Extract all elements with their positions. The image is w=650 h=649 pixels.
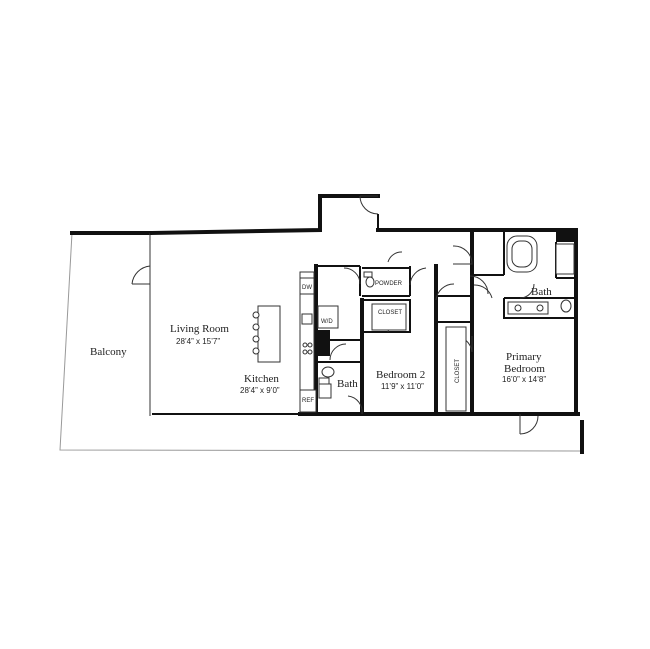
primary-bedroom-label-1: Primary	[506, 351, 542, 363]
powder-fixtures	[363, 271, 375, 288]
primary-bedroom-dims: 16’0” x 14’8”	[502, 375, 546, 384]
kitchen-label: Kitchen	[244, 373, 279, 385]
bedroom-2-dims: 11’9” x 11’0”	[381, 382, 424, 391]
kitchen-counter	[299, 271, 317, 413]
primary-bath-label: Bath	[531, 286, 552, 298]
living-room-dims: 28’4” x 15’7”	[176, 337, 220, 346]
dishwasher-tag: DW	[302, 285, 312, 291]
primary-bath-fixtures	[506, 235, 575, 315]
entry-door	[359, 195, 379, 230]
hall-bath-fixtures	[318, 366, 335, 399]
exterior-walls	[149, 194, 584, 454]
balcony-outline	[59, 231, 581, 452]
primary-closet-tag: CLOSET	[455, 359, 461, 383]
bedroom-2-label: Bedroom 2	[376, 369, 425, 381]
hall-closet-tag: CLOSET	[378, 310, 402, 316]
primary-bedroom-label-2: Bedroom	[504, 363, 545, 375]
hall-bath-label: Bath	[337, 378, 358, 390]
balcony-label: Balcony	[90, 346, 127, 358]
powder-tag: POWDER	[375, 281, 403, 287]
refrigerator-tag: REF	[302, 398, 314, 404]
washer-dryer	[317, 305, 339, 329]
washer-dryer-tag: W/D	[321, 319, 333, 325]
kitchen-island	[252, 305, 281, 363]
kitchen-dims: 28’4” x 9’0”	[240, 386, 280, 395]
living-room-label: Living Room	[170, 323, 229, 335]
closet-shelving	[371, 303, 467, 412]
